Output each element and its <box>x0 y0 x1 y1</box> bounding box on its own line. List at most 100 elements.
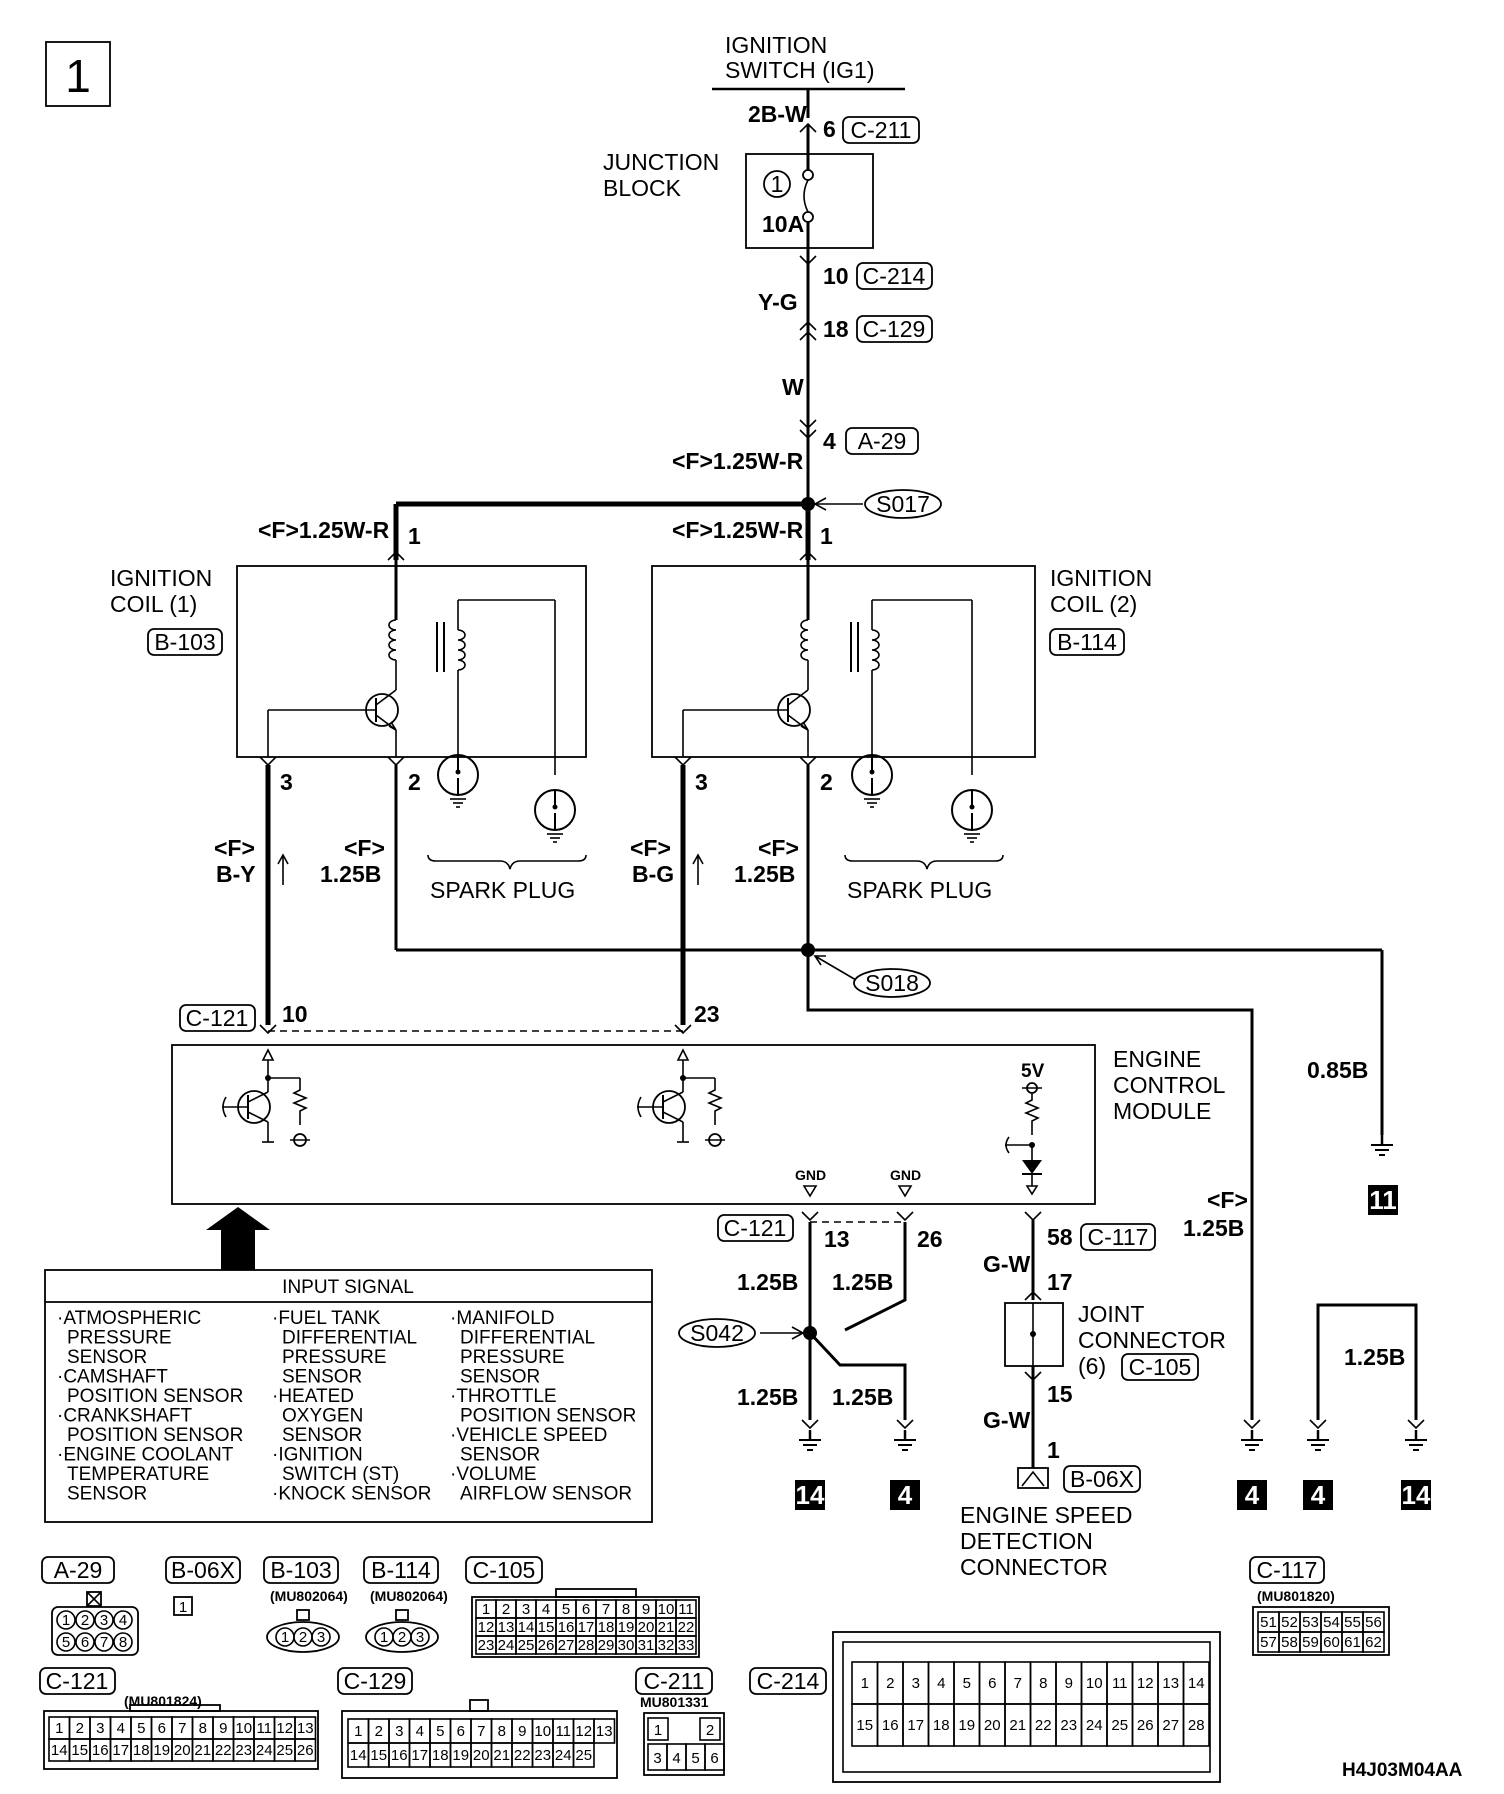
input-signal-col3: ·MANIFOLDDIFFERENTIALPRESSURESENSOR·THRO… <box>450 1308 636 1505</box>
connector-pin: 1 <box>62 1612 70 1629</box>
svg-text:10: 10 <box>823 263 849 289</box>
connector-pin: 61 <box>1344 1634 1361 1651</box>
input-signal-item: PRESSURE <box>460 1347 565 1368</box>
svg-text:18: 18 <box>823 316 849 342</box>
svg-text:5V: 5V <box>1021 1061 1045 1082</box>
input-signal-item: POSITION SENSOR <box>67 1425 243 1446</box>
connector-pin: 8 <box>622 1601 630 1618</box>
svg-text:CONNECTOR: CONNECTOR <box>960 1554 1108 1580</box>
svg-text:CONNECTOR: CONNECTOR <box>1078 1327 1226 1353</box>
connector-pin: 1 <box>861 1675 869 1692</box>
connector-pin: 18 <box>598 1619 615 1636</box>
svg-text:4: 4 <box>1311 1480 1326 1510</box>
svg-text:INPUT SIGNAL: INPUT SIGNAL <box>282 1277 414 1298</box>
svg-text:B-Y: B-Y <box>216 861 256 887</box>
connector-pin: 1 <box>482 1601 490 1618</box>
connector-pin: 28 <box>1188 1717 1205 1734</box>
svg-text:10: 10 <box>282 1001 308 1027</box>
connector-pin: 9 <box>219 1720 227 1737</box>
connector-pin: 22 <box>678 1619 695 1636</box>
connector-pin: 19 <box>153 1742 170 1759</box>
junction-block-label: JUNCTION BLOCK <box>603 149 719 201</box>
connector-pin: 14 <box>1188 1675 1205 1692</box>
connector-pin: 6 <box>158 1720 166 1737</box>
connector-pin: 15 <box>71 1742 88 1759</box>
svg-text:1.25B: 1.25B <box>1344 1344 1405 1370</box>
input-signal-item: TEMPERATURE <box>67 1464 209 1485</box>
svg-text:S042: S042 <box>690 1320 744 1346</box>
svg-text:B-06X: B-06X <box>171 1557 235 1583</box>
connector-pin: 17 <box>907 1717 924 1734</box>
connector-pin: 13 <box>297 1720 314 1737</box>
connector-pin: 3 <box>395 1723 403 1740</box>
input-signal-item: ·HEATED <box>272 1386 354 1407</box>
connector-pin: 57 <box>1260 1634 1277 1651</box>
svg-text:1: 1 <box>179 1599 187 1616</box>
connector-pin: 33 <box>678 1637 695 1654</box>
input-signal-item: ·IGNITION <box>272 1445 363 1466</box>
connector-pin: 4 <box>937 1675 945 1692</box>
connector-pin: 59 <box>1302 1634 1319 1651</box>
connector-pin: 1 <box>654 1722 662 1739</box>
input-signal-box: INPUT SIGNAL <box>44 1269 653 1523</box>
svg-text:IGNITION: IGNITION <box>725 32 827 58</box>
connector-pin: 4 <box>672 1750 680 1767</box>
connector-pin: 26 <box>1137 1717 1154 1734</box>
svg-text:B-06X: B-06X <box>1070 1466 1134 1492</box>
input-signal-item: ·ENGINE COOLANT <box>57 1445 234 1466</box>
svg-text:W: W <box>782 374 804 400</box>
connector-c129-label: C-129 <box>856 315 933 343</box>
connector-b06x-label: B-06X <box>1063 1465 1141 1493</box>
svg-text:1.25B: 1.25B <box>832 1384 893 1410</box>
wire-2b-w: 2B-W <box>748 101 807 127</box>
connector-b114-label: B-114 <box>1049 628 1125 656</box>
connector-pin: 9 <box>1065 1675 1073 1692</box>
ignition-coil-1-label: IGNITION COIL (1) <box>110 565 212 617</box>
connector-pin: 54 <box>1323 1614 1340 1631</box>
connector-pin: 24 <box>555 1747 572 1764</box>
input-signal-item: PRESSURE <box>282 1347 387 1368</box>
svg-text:1.25B: 1.25B <box>737 1384 798 1410</box>
connector-pin: 3 <box>522 1601 530 1618</box>
connector-pin: 21 <box>493 1747 510 1764</box>
svg-text:C-129: C-129 <box>863 316 926 342</box>
connector-pin: 9 <box>642 1601 650 1618</box>
connector-pin: 4 <box>542 1601 550 1618</box>
connector-pin: 2 <box>76 1720 84 1737</box>
svg-text:<F>: <F> <box>630 835 671 861</box>
connector-pin: 16 <box>92 1742 109 1759</box>
connector-pin: 10 <box>658 1601 675 1618</box>
engine-speed-connector <box>1017 1467 1049 1489</box>
ecm-label: ENGINE CONTROL MODULE <box>1113 1046 1226 1124</box>
engine-control-module: 5V GND GND <box>171 1044 1096 1205</box>
connector-pin: 6 <box>988 1675 996 1692</box>
input-signal-item: OXYGEN <box>282 1406 363 1427</box>
connector-pin: 1 <box>281 1629 289 1646</box>
svg-text:IGNITION: IGNITION <box>1050 565 1152 591</box>
svg-text:6: 6 <box>823 116 836 142</box>
svg-text:2: 2 <box>408 769 421 795</box>
svg-text:C-105: C-105 <box>473 1557 536 1583</box>
connector-face-b06x: B-06X 1 <box>165 1556 241 1616</box>
connector-pin: 12 <box>1137 1675 1154 1692</box>
connector-pin: 13 <box>596 1723 613 1740</box>
svg-text:17: 17 <box>1047 1269 1073 1295</box>
connector-pin: 21 <box>194 1742 211 1759</box>
svg-text:GND: GND <box>890 1167 921 1183</box>
connector-pin: 4 <box>119 1612 127 1629</box>
input-signal-item: ·KNOCK SENSOR <box>272 1484 431 1505</box>
svg-text:(MU802064): (MU802064) <box>270 1588 348 1604</box>
connector-pin: 8 <box>119 1634 127 1651</box>
svg-text:ENGINE SPEED: ENGINE SPEED <box>960 1502 1133 1528</box>
svg-text:B-114: B-114 <box>1057 629 1117 655</box>
svg-text:<F>: <F> <box>344 835 385 861</box>
connector-pin: 51 <box>1260 1614 1277 1631</box>
connector-pin: 8 <box>199 1720 207 1737</box>
svg-text:SPARK PLUG: SPARK PLUG <box>430 877 575 903</box>
connector-pin: 10 <box>235 1720 252 1737</box>
svg-text:A-29: A-29 <box>54 1557 103 1583</box>
connector-pin: 6 <box>582 1601 590 1618</box>
